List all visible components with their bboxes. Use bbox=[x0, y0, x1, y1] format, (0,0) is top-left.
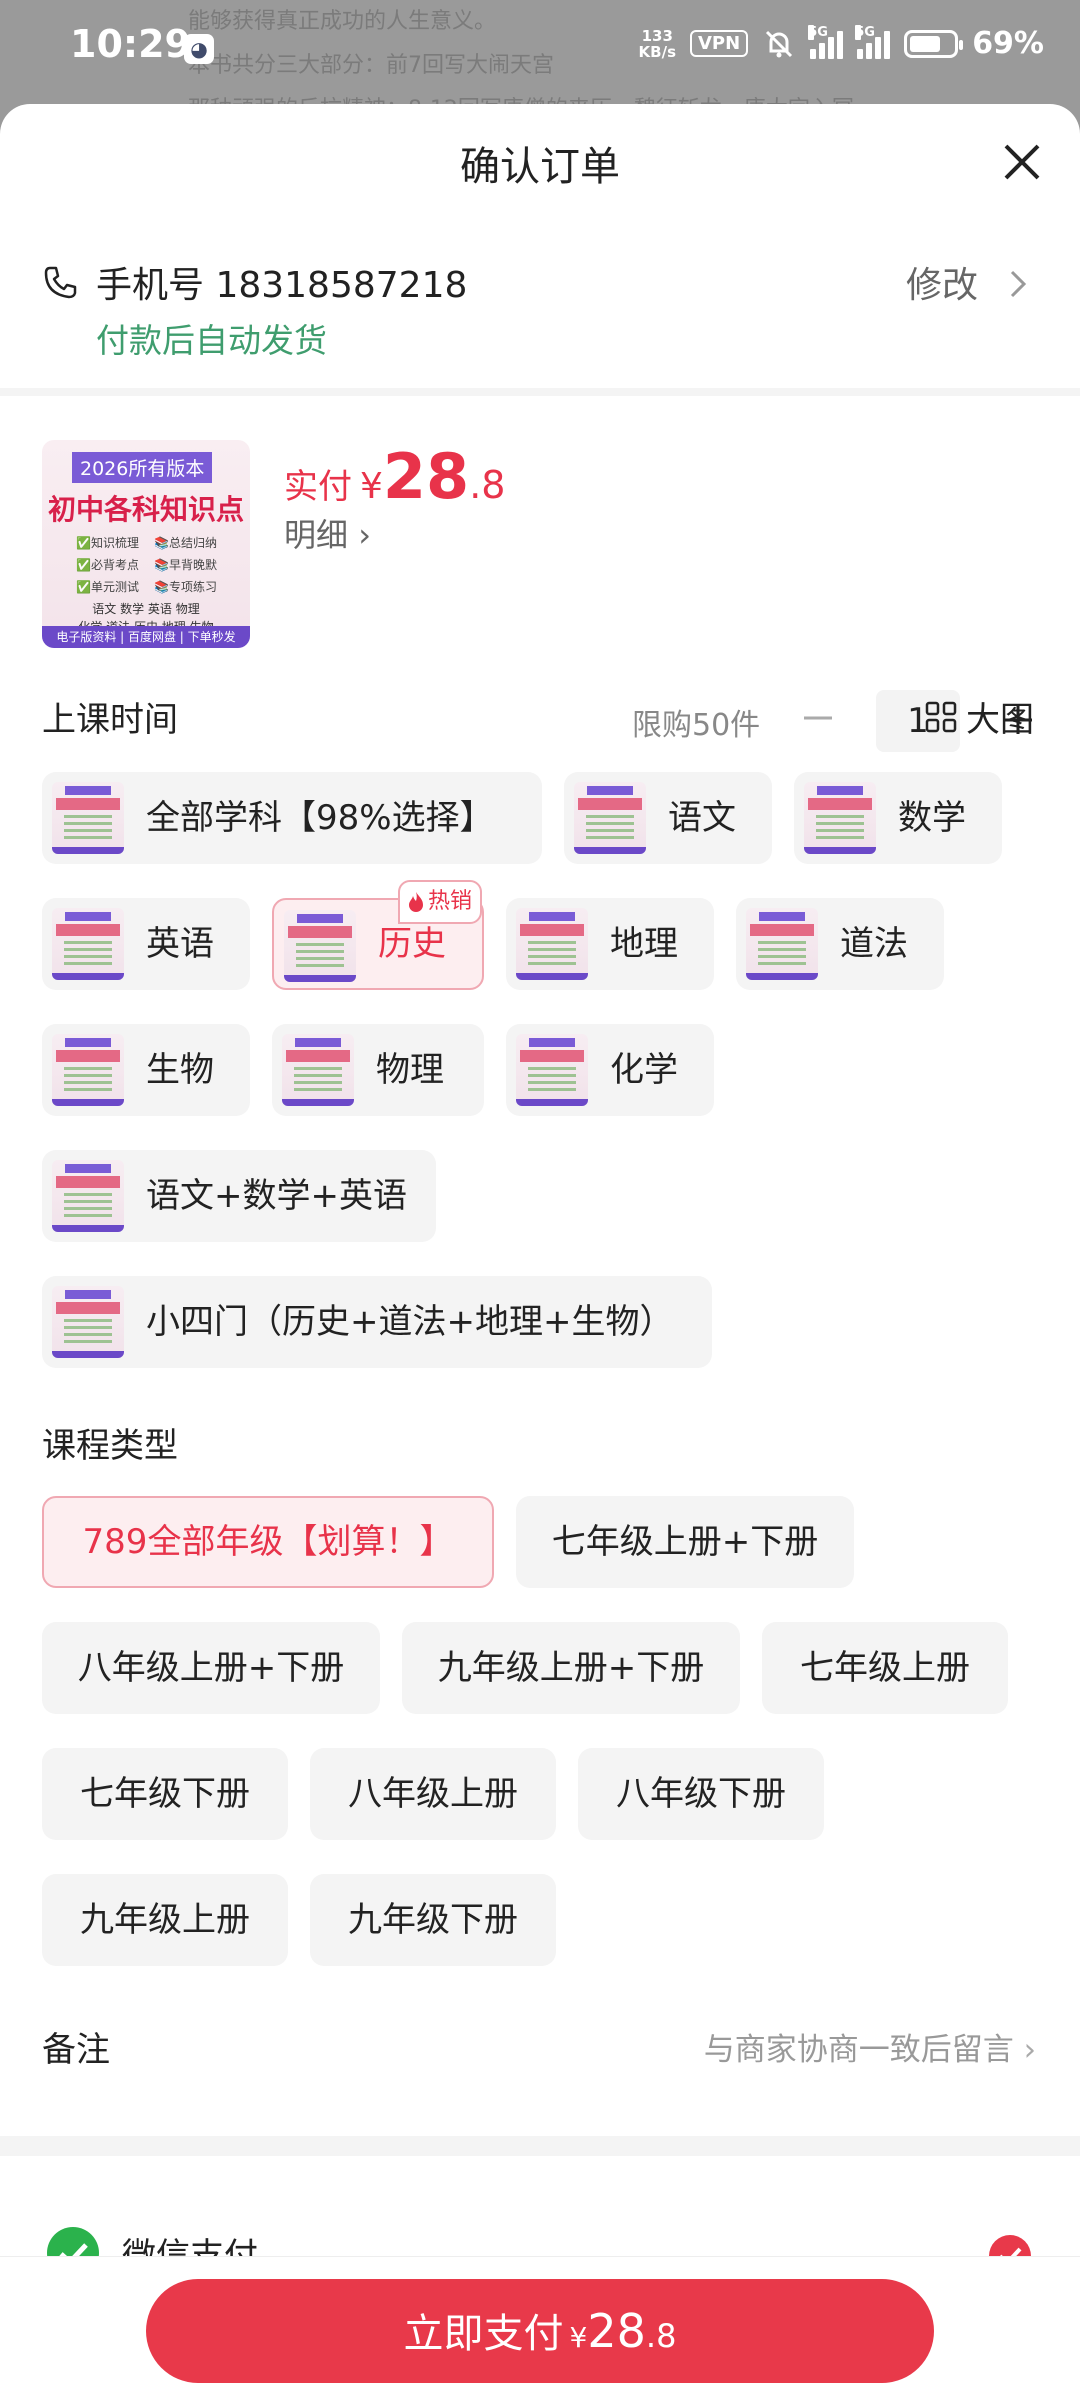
phone-number: 手机号 18318587218 bbox=[96, 265, 468, 306]
battery-icon bbox=[904, 29, 964, 58]
option-thumbnail bbox=[282, 1034, 354, 1106]
section-divider bbox=[0, 2136, 1080, 2156]
status-time: 10:29 bbox=[70, 22, 191, 66]
time-option-geography[interactable]: 地理 bbox=[506, 898, 714, 990]
type-option-grade7-vol2[interactable]: 七年级下册 bbox=[42, 1748, 288, 1840]
price-integer: 28 bbox=[382, 440, 470, 513]
grid-icon bbox=[925, 701, 957, 732]
thumb-tag: 2026所有版本 bbox=[72, 452, 213, 483]
section-divider bbox=[0, 388, 1080, 396]
type-option-grade7-full[interactable]: 七年级上册+下册 bbox=[516, 1496, 854, 1588]
type-option-grade9-vol2[interactable]: 九年级下册 bbox=[310, 1874, 556, 1966]
section-title-course-type: 课程类型 bbox=[42, 1426, 178, 1466]
auto-ship-note: 付款后自动发货 bbox=[96, 321, 327, 360]
sheet-title: 确认订单 bbox=[460, 144, 620, 190]
type-option-grade9-full[interactable]: 九年级上册+下册 bbox=[402, 1622, 740, 1714]
option-thumbnail bbox=[574, 782, 646, 854]
type-option-grade8-vol2[interactable]: 八年级下册 bbox=[578, 1748, 824, 1840]
remark-label: 备注 bbox=[42, 2030, 110, 2070]
phone-icon bbox=[44, 266, 77, 299]
edit-contact-button[interactable]: 修改 bbox=[905, 265, 978, 306]
price: 实付¥28.8 bbox=[284, 440, 505, 513]
type-option-grade7-vol1[interactable]: 七年级上册 bbox=[762, 1622, 1008, 1714]
option-thumbnail bbox=[52, 1034, 124, 1106]
vpn-icon: VPN bbox=[690, 30, 749, 57]
time-option-chinese-math-english[interactable]: 语文+数学+英语 bbox=[42, 1150, 436, 1242]
battery-percent: 69% bbox=[972, 26, 1044, 61]
price-label: 实付 bbox=[284, 467, 352, 507]
confirm-order-sheet: 确认订单 手机号 18318587218 修改 付款后自动发货 2026所有版本… bbox=[0, 104, 1080, 2400]
option-thumbnail bbox=[52, 782, 124, 854]
time-option-morality-law[interactable]: 道法 bbox=[736, 898, 944, 990]
type-option-grade9-vol1[interactable]: 九年级上册 bbox=[42, 1874, 288, 1966]
remark-input[interactable]: 与商家协商一致后留言 › bbox=[703, 2032, 1036, 2068]
thumb-title: 初中各科知识点 bbox=[47, 493, 244, 526]
time-option-english[interactable]: 英语 bbox=[42, 898, 250, 990]
thumb-features-left: ✅知识梳理✅必背考点✅单元测试 bbox=[76, 536, 139, 594]
thumb-footer: 电子版资料 | 百度网盘 | 下单秒发 bbox=[42, 626, 250, 648]
type-option-grade8-vol1[interactable]: 八年级上册 bbox=[310, 1748, 556, 1840]
price-decimal: .8 bbox=[469, 463, 506, 507]
increase-quantity-button[interactable] bbox=[1000, 702, 1036, 738]
type-option-grade8-full[interactable]: 八年级上册+下册 bbox=[42, 1622, 380, 1714]
option-thumbnail bbox=[52, 1286, 124, 1358]
signal-icon-sim2: 5G bbox=[855, 24, 891, 59]
type-option-all-grades[interactable]: 789全部年级【划算！】 bbox=[42, 1496, 494, 1588]
chevron-right-icon bbox=[1010, 270, 1027, 298]
flame-icon bbox=[408, 892, 423, 912]
close-icon[interactable] bbox=[1000, 140, 1044, 184]
time-option-four-minor-subjects[interactable]: 小四门（历史+道法+地理+生物） bbox=[42, 1276, 712, 1368]
time-option-chemistry[interactable]: 化学 bbox=[506, 1024, 714, 1116]
contact-row[interactable]: 手机号 18318587218 修改 bbox=[42, 252, 1038, 312]
chevron-right-icon: › bbox=[1023, 2032, 1036, 2068]
option-thumbnail bbox=[746, 908, 818, 980]
signal-icon-sim1: 5G bbox=[808, 24, 844, 59]
big-image-toggle[interactable]: 大图 bbox=[924, 692, 1034, 741]
time-option-math[interactable]: 数学 bbox=[794, 772, 1002, 864]
chevron-right-icon: › bbox=[358, 516, 371, 554]
pay-now-button[interactable]: 立即支付¥28.8 bbox=[146, 2279, 934, 2383]
time-option-chinese[interactable]: 语文 bbox=[564, 772, 772, 864]
option-thumbnail bbox=[516, 908, 588, 980]
mute-icon bbox=[766, 30, 793, 57]
currency-symbol: ¥ bbox=[360, 466, 383, 507]
hot-badge: 热销 bbox=[397, 880, 482, 924]
option-thumbnail bbox=[804, 782, 876, 854]
thumb-features-right: 📚总结归纳📚早背晚默📚专项练习 bbox=[154, 536, 217, 594]
time-option-history[interactable]: 历史 热销 bbox=[272, 880, 484, 990]
quantity-value[interactable]: 1 bbox=[876, 690, 960, 752]
price-detail-link[interactable]: 明细 › bbox=[284, 516, 371, 554]
option-thumbnail bbox=[284, 910, 356, 982]
purchase-limit: 限购50件 bbox=[632, 708, 761, 743]
decrease-quantity-button[interactable] bbox=[800, 700, 836, 736]
product-thumbnail[interactable]: 2026所有版本 初中各科知识点 ✅知识梳理✅必背考点✅单元测试 📚总结归纳📚早… bbox=[42, 440, 250, 648]
option-thumbnail bbox=[52, 908, 124, 980]
time-option-biology[interactable]: 生物 bbox=[42, 1024, 250, 1116]
app-notification-icon: ◕ bbox=[184, 34, 214, 64]
bottom-pay-bar: 立即支付¥28.8 bbox=[0, 2256, 1080, 2400]
time-option-all[interactable]: 全部学科【98%选择】 bbox=[42, 772, 542, 864]
option-thumbnail bbox=[52, 1160, 124, 1232]
time-option-physics[interactable]: 物理 bbox=[272, 1024, 484, 1116]
section-title-time: 上课时间 bbox=[42, 700, 178, 740]
option-thumbnail bbox=[516, 1034, 588, 1106]
